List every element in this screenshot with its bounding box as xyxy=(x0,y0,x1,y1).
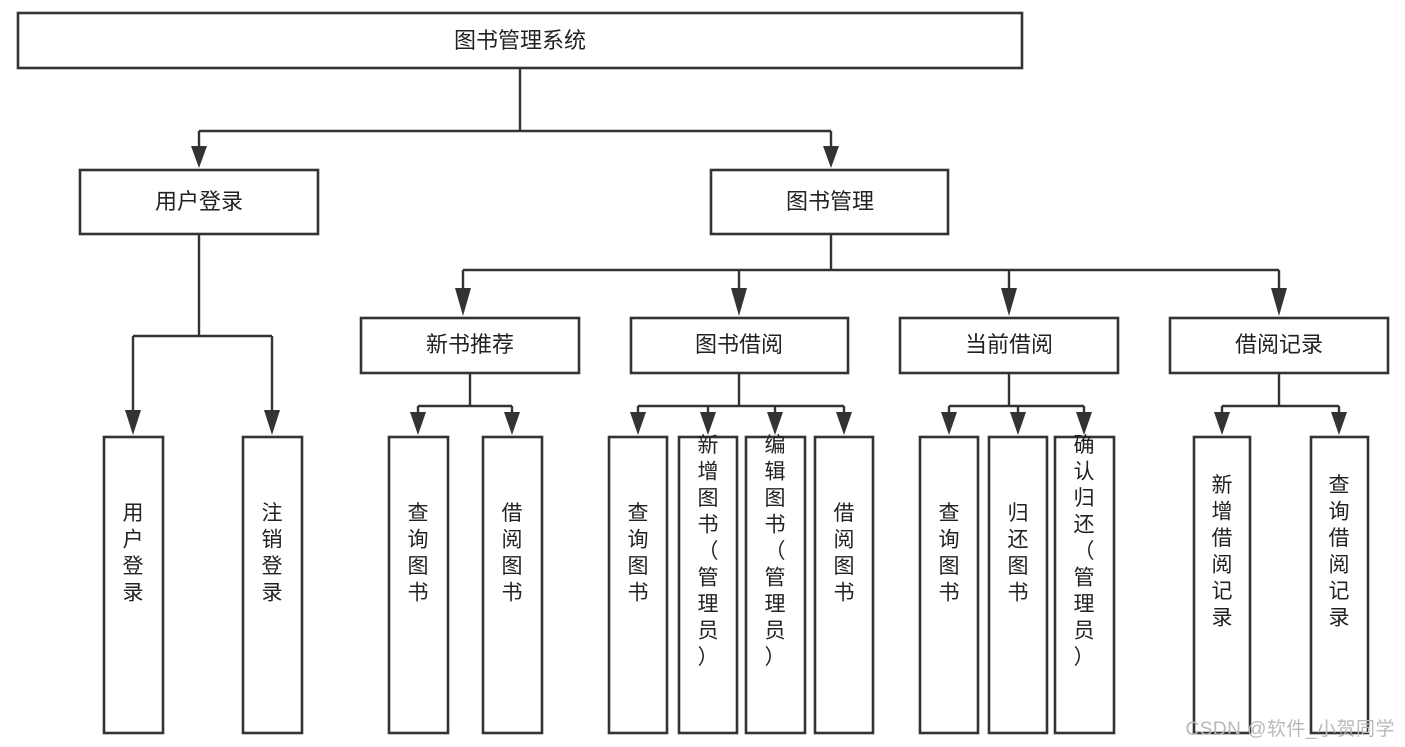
node-leaf-confirm-return[interactable]: 确认归还（管理员） xyxy=(1053,434,1116,735)
node-leaf-return-book[interactable]: 归还图书 xyxy=(987,435,1049,735)
node-leaf-confirm-return-box[interactable] xyxy=(1053,435,1116,735)
node-root-label: 图书管理系统 xyxy=(454,28,586,53)
node-borrow-record[interactable]: 借阅记录 xyxy=(1168,316,1390,375)
node-leaf-borrow-book-2[interactable]: 借阅图书 xyxy=(813,435,875,735)
node-leaf-query-book-3-box[interactable] xyxy=(918,435,980,735)
connector-layer xyxy=(125,68,1347,435)
node-leaf-query-book-2-label: 查询图书 xyxy=(628,502,649,605)
node-user-login[interactable]: 用户登录 xyxy=(78,168,320,236)
node-leaf-borrow-book-1-box[interactable] xyxy=(481,435,544,735)
arrow-nbr-leaf-2 xyxy=(504,412,520,435)
node-leaf-user-login[interactable]: 用户登录 xyxy=(102,435,165,735)
node-leaf-borrow-book-1-label: 借阅图书 xyxy=(502,502,523,605)
node-leaf-edit-book[interactable]: 编辑图书（管理员） xyxy=(744,434,807,735)
node-new-book-recommend[interactable]: 新书推荐 xyxy=(359,316,581,375)
node-root[interactable]: 图书管理系统 xyxy=(16,11,1024,70)
node-book-manage[interactable]: 图书管理 xyxy=(709,168,950,236)
arrow-bb-leaf-3 xyxy=(767,412,783,435)
node-leaf-return-book-label: 归还图书 xyxy=(1008,502,1029,605)
node-leaf-borrow-book-1[interactable]: 借阅图书 xyxy=(481,435,544,735)
node-book-borrow-label: 图书借阅 xyxy=(695,332,783,357)
arrow-bb-leaf-2 xyxy=(700,412,716,435)
arrow-root-to-book-manage xyxy=(823,146,839,168)
node-leaf-edit-book-label: 编辑图书（管理员） xyxy=(765,434,786,669)
node-leaf-add-book-box[interactable] xyxy=(677,435,739,735)
node-leaf-query-book-1-label: 查询图书 xyxy=(408,502,429,605)
node-leaf-query-book-3-label: 查询图书 xyxy=(939,502,960,605)
node-leaf-user-login-label: 用户登录 xyxy=(123,502,144,605)
node-leaf-confirm-return-label: 确认归还（管理员） xyxy=(1074,434,1095,669)
arrow-user-login-leaf-1 xyxy=(125,410,141,435)
arrow-br-leaf-1 xyxy=(1214,412,1230,435)
node-leaf-add-book-label: 新增图书（管理员） xyxy=(698,434,719,669)
node-book-borrow-box[interactable] xyxy=(629,316,850,375)
node-leaf-add-record[interactable]: 新增借阅记录 xyxy=(1192,435,1252,735)
arrow-bm-to-current-borrow xyxy=(1001,288,1017,316)
node-leaf-query-record-box[interactable] xyxy=(1309,435,1370,735)
node-leaf-user-logout-box[interactable] xyxy=(241,435,304,735)
node-leaf-query-book-1[interactable]: 查询图书 xyxy=(387,435,450,735)
node-current-borrow[interactable]: 当前借阅 xyxy=(898,316,1120,375)
node-book-manage-box[interactable] xyxy=(709,168,950,236)
arrow-bb-leaf-1 xyxy=(630,412,646,435)
node-leaf-user-logout-label: 注销登录 xyxy=(262,502,283,605)
node-root-box[interactable] xyxy=(16,11,1024,70)
arrow-bm-to-borrow-record xyxy=(1271,288,1287,316)
node-borrow-record-box[interactable] xyxy=(1168,316,1390,375)
node-borrow-record-label: 借阅记录 xyxy=(1235,332,1323,357)
node-leaf-user-logout[interactable]: 注销登录 xyxy=(241,435,304,735)
arrow-user-login-leaf-2 xyxy=(264,410,280,435)
node-user-login-label: 用户登录 xyxy=(155,189,243,214)
arrow-bm-to-book-borrow xyxy=(731,288,747,316)
node-leaf-add-record-label: 新增借阅记录 xyxy=(1212,474,1233,630)
leaf-node-group: 用户登录 注销登录 查询图书 借阅图书 查询图书 新增图书（管理员） xyxy=(102,434,1370,735)
node-leaf-add-record-box[interactable] xyxy=(1192,435,1252,735)
node-new-book-recommend-box[interactable] xyxy=(359,316,581,375)
node-leaf-query-book-2[interactable]: 查询图书 xyxy=(607,435,669,735)
node-current-borrow-label: 当前借阅 xyxy=(965,332,1053,357)
node-leaf-edit-book-box[interactable] xyxy=(744,435,807,735)
node-leaf-borrow-book-2-box[interactable] xyxy=(813,435,875,735)
node-leaf-user-login-box[interactable] xyxy=(102,435,165,735)
node-user-login-box[interactable] xyxy=(78,168,320,236)
arrow-br-leaf-2 xyxy=(1331,412,1347,435)
node-leaf-query-record-label: 查询借阅记录 xyxy=(1329,474,1350,630)
node-leaf-query-book-1-box[interactable] xyxy=(387,435,450,735)
node-leaf-return-book-box[interactable] xyxy=(987,435,1049,735)
arrow-cb-leaf-1 xyxy=(941,412,957,435)
node-book-manage-label: 图书管理 xyxy=(786,189,874,214)
node-new-book-recommend-label: 新书推荐 xyxy=(426,332,514,357)
arrow-root-to-user-login xyxy=(191,146,207,168)
node-current-borrow-box[interactable] xyxy=(898,316,1120,375)
arrow-cb-leaf-2 xyxy=(1010,412,1026,435)
node-leaf-query-book-3[interactable]: 查询图书 xyxy=(918,435,980,735)
node-leaf-add-book[interactable]: 新增图书（管理员） xyxy=(677,434,739,735)
node-leaf-query-record[interactable]: 查询借阅记录 xyxy=(1309,435,1370,735)
arrow-bb-leaf-4 xyxy=(836,412,852,435)
node-leaf-query-book-2-box[interactable] xyxy=(607,435,669,735)
node-leaf-borrow-book-2-label: 借阅图书 xyxy=(834,502,855,605)
arrow-nbr-leaf-1 xyxy=(410,412,426,435)
node-book-borrow[interactable]: 图书借阅 xyxy=(629,316,850,375)
arrow-cb-leaf-3 xyxy=(1076,412,1092,435)
arrow-bm-to-new-book-recommend xyxy=(455,288,471,316)
